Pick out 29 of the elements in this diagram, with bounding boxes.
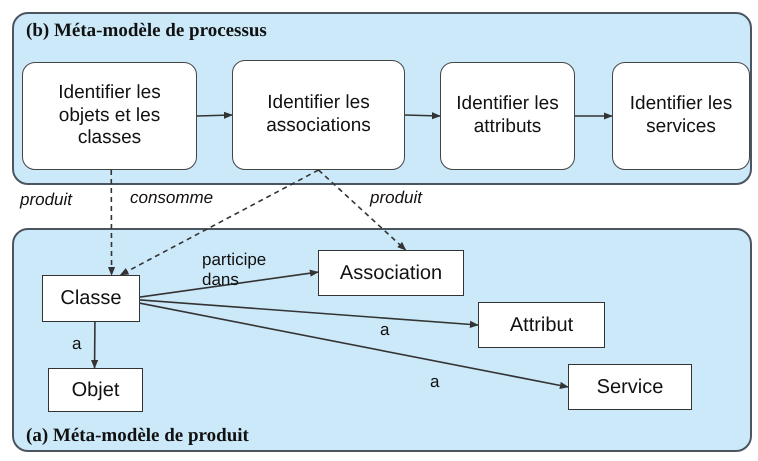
arrow (108, 170, 116, 276)
panel-title: (b) Méta-modèle de processus (26, 20, 267, 42)
diagram-panel (12, 12, 752, 185)
arrow (140, 299, 479, 328)
edge-label: produit (368, 188, 424, 208)
class-box: Attribut (478, 302, 605, 348)
edge-label: a (71, 334, 82, 354)
class-box: Objet (48, 368, 143, 412)
process-box: Identifier les services (612, 62, 750, 170)
edge-label: participe dans (201, 250, 268, 291)
class-box: Classe (42, 275, 140, 322)
arrow (91, 322, 98, 369)
edge-label: a (429, 372, 440, 392)
arrow (318, 169, 406, 251)
process-box: Identifier les associations (232, 60, 405, 170)
arrow (575, 112, 613, 120)
panel-title: (a) Méta-modèle de produit (26, 425, 249, 447)
diagram-panel (12, 228, 752, 452)
edge-label: produit (18, 190, 74, 210)
arrow (120, 169, 319, 276)
arrow (140, 270, 319, 298)
process-box: Identifier les attributs (440, 62, 575, 170)
arrow (404, 112, 441, 120)
class-box: Service (568, 364, 692, 410)
edge-label: a (379, 320, 390, 340)
arrow (196, 112, 233, 119)
arrow (140, 302, 569, 389)
class-box: Association (318, 250, 464, 296)
process-box: Identifier les objets et les classes (22, 62, 197, 170)
